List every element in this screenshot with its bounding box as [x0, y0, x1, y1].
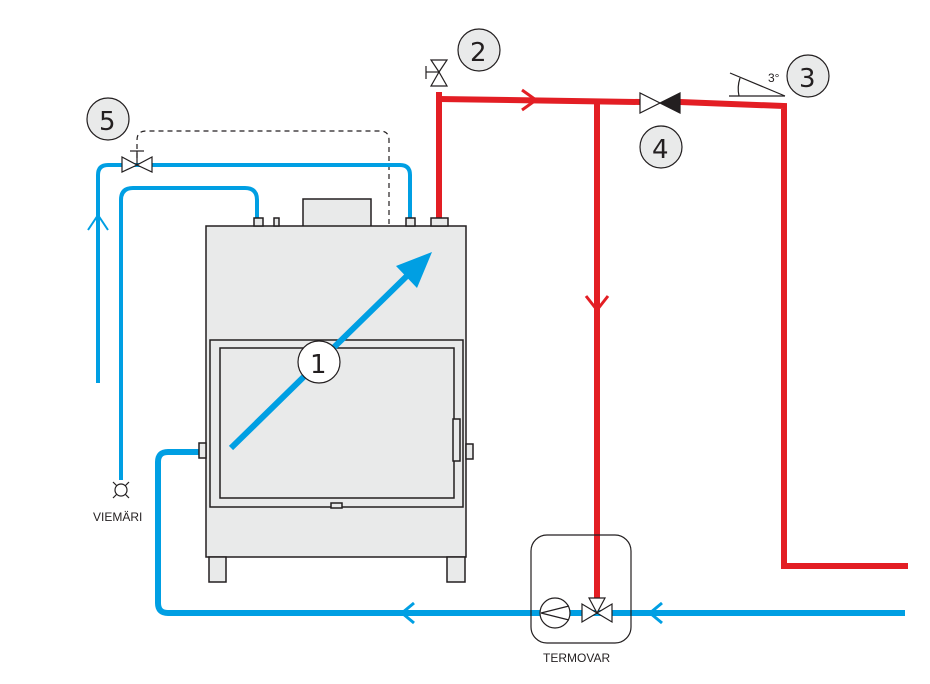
leg-left: [208, 556, 227, 583]
callout-2: 2: [457, 28, 501, 72]
side-connector-right: [465, 443, 474, 460]
top-connector-4: [430, 217, 449, 227]
callout-4: 4: [639, 125, 683, 169]
stove: [198, 198, 474, 583]
svg-text:3: 3: [799, 64, 816, 94]
svg-text:2: 2: [470, 38, 487, 68]
cold-pipes: [96, 163, 905, 616]
down-flow-arrow-icon: [584, 295, 610, 313]
callout-3: 3: [786, 54, 830, 98]
drain-label: VIEMÄRI: [93, 510, 142, 524]
pump-icon: [539, 597, 571, 629]
top-connector-3: [405, 217, 416, 227]
callout-1: 1: [297, 340, 341, 384]
supply-line: [438, 96, 641, 105]
check-valve-icon: [639, 92, 681, 114]
slope-indicator-icon: [729, 72, 786, 97]
inflow-arrow-icon: [647, 601, 663, 625]
return-pipe: [155, 449, 905, 616]
svg-text:4: 4: [652, 135, 669, 165]
return-flow-arrow-icon: [399, 601, 415, 625]
supply-line-after-valve: [679, 99, 908, 569]
safety-return-pipe: [96, 163, 412, 383]
safety-valve-icon: [121, 150, 153, 173]
upflow-arrow-icon: [87, 213, 109, 231]
svg-text:5: 5: [99, 107, 116, 137]
door-latch: [330, 502, 343, 509]
supply-flow-arrow-icon: [521, 88, 539, 112]
callout-5: 5: [86, 97, 130, 141]
svg-text:1: 1: [310, 350, 327, 380]
three-way-valve-icon: [581, 597, 613, 624]
top-connector-1: [253, 217, 264, 227]
drain-pipe: [119, 186, 259, 480]
slope-angle-label: 3°: [768, 71, 780, 85]
hot-pipes: [436, 92, 908, 600]
dashed-sensor-line: [136, 130, 390, 226]
drain-icon: [112, 481, 130, 499]
leg-right: [446, 556, 466, 583]
termovar-box: [530, 534, 632, 644]
flue-collar: [302, 198, 372, 228]
door-handle: [452, 418, 461, 462]
air-vent-valve-icon: [425, 59, 449, 87]
termovar-label: TERMOVAR: [543, 651, 610, 665]
side-connector-left: [198, 442, 207, 459]
top-connector-2: [273, 217, 280, 227]
heat-flow-arrowhead-icon: [396, 252, 432, 288]
